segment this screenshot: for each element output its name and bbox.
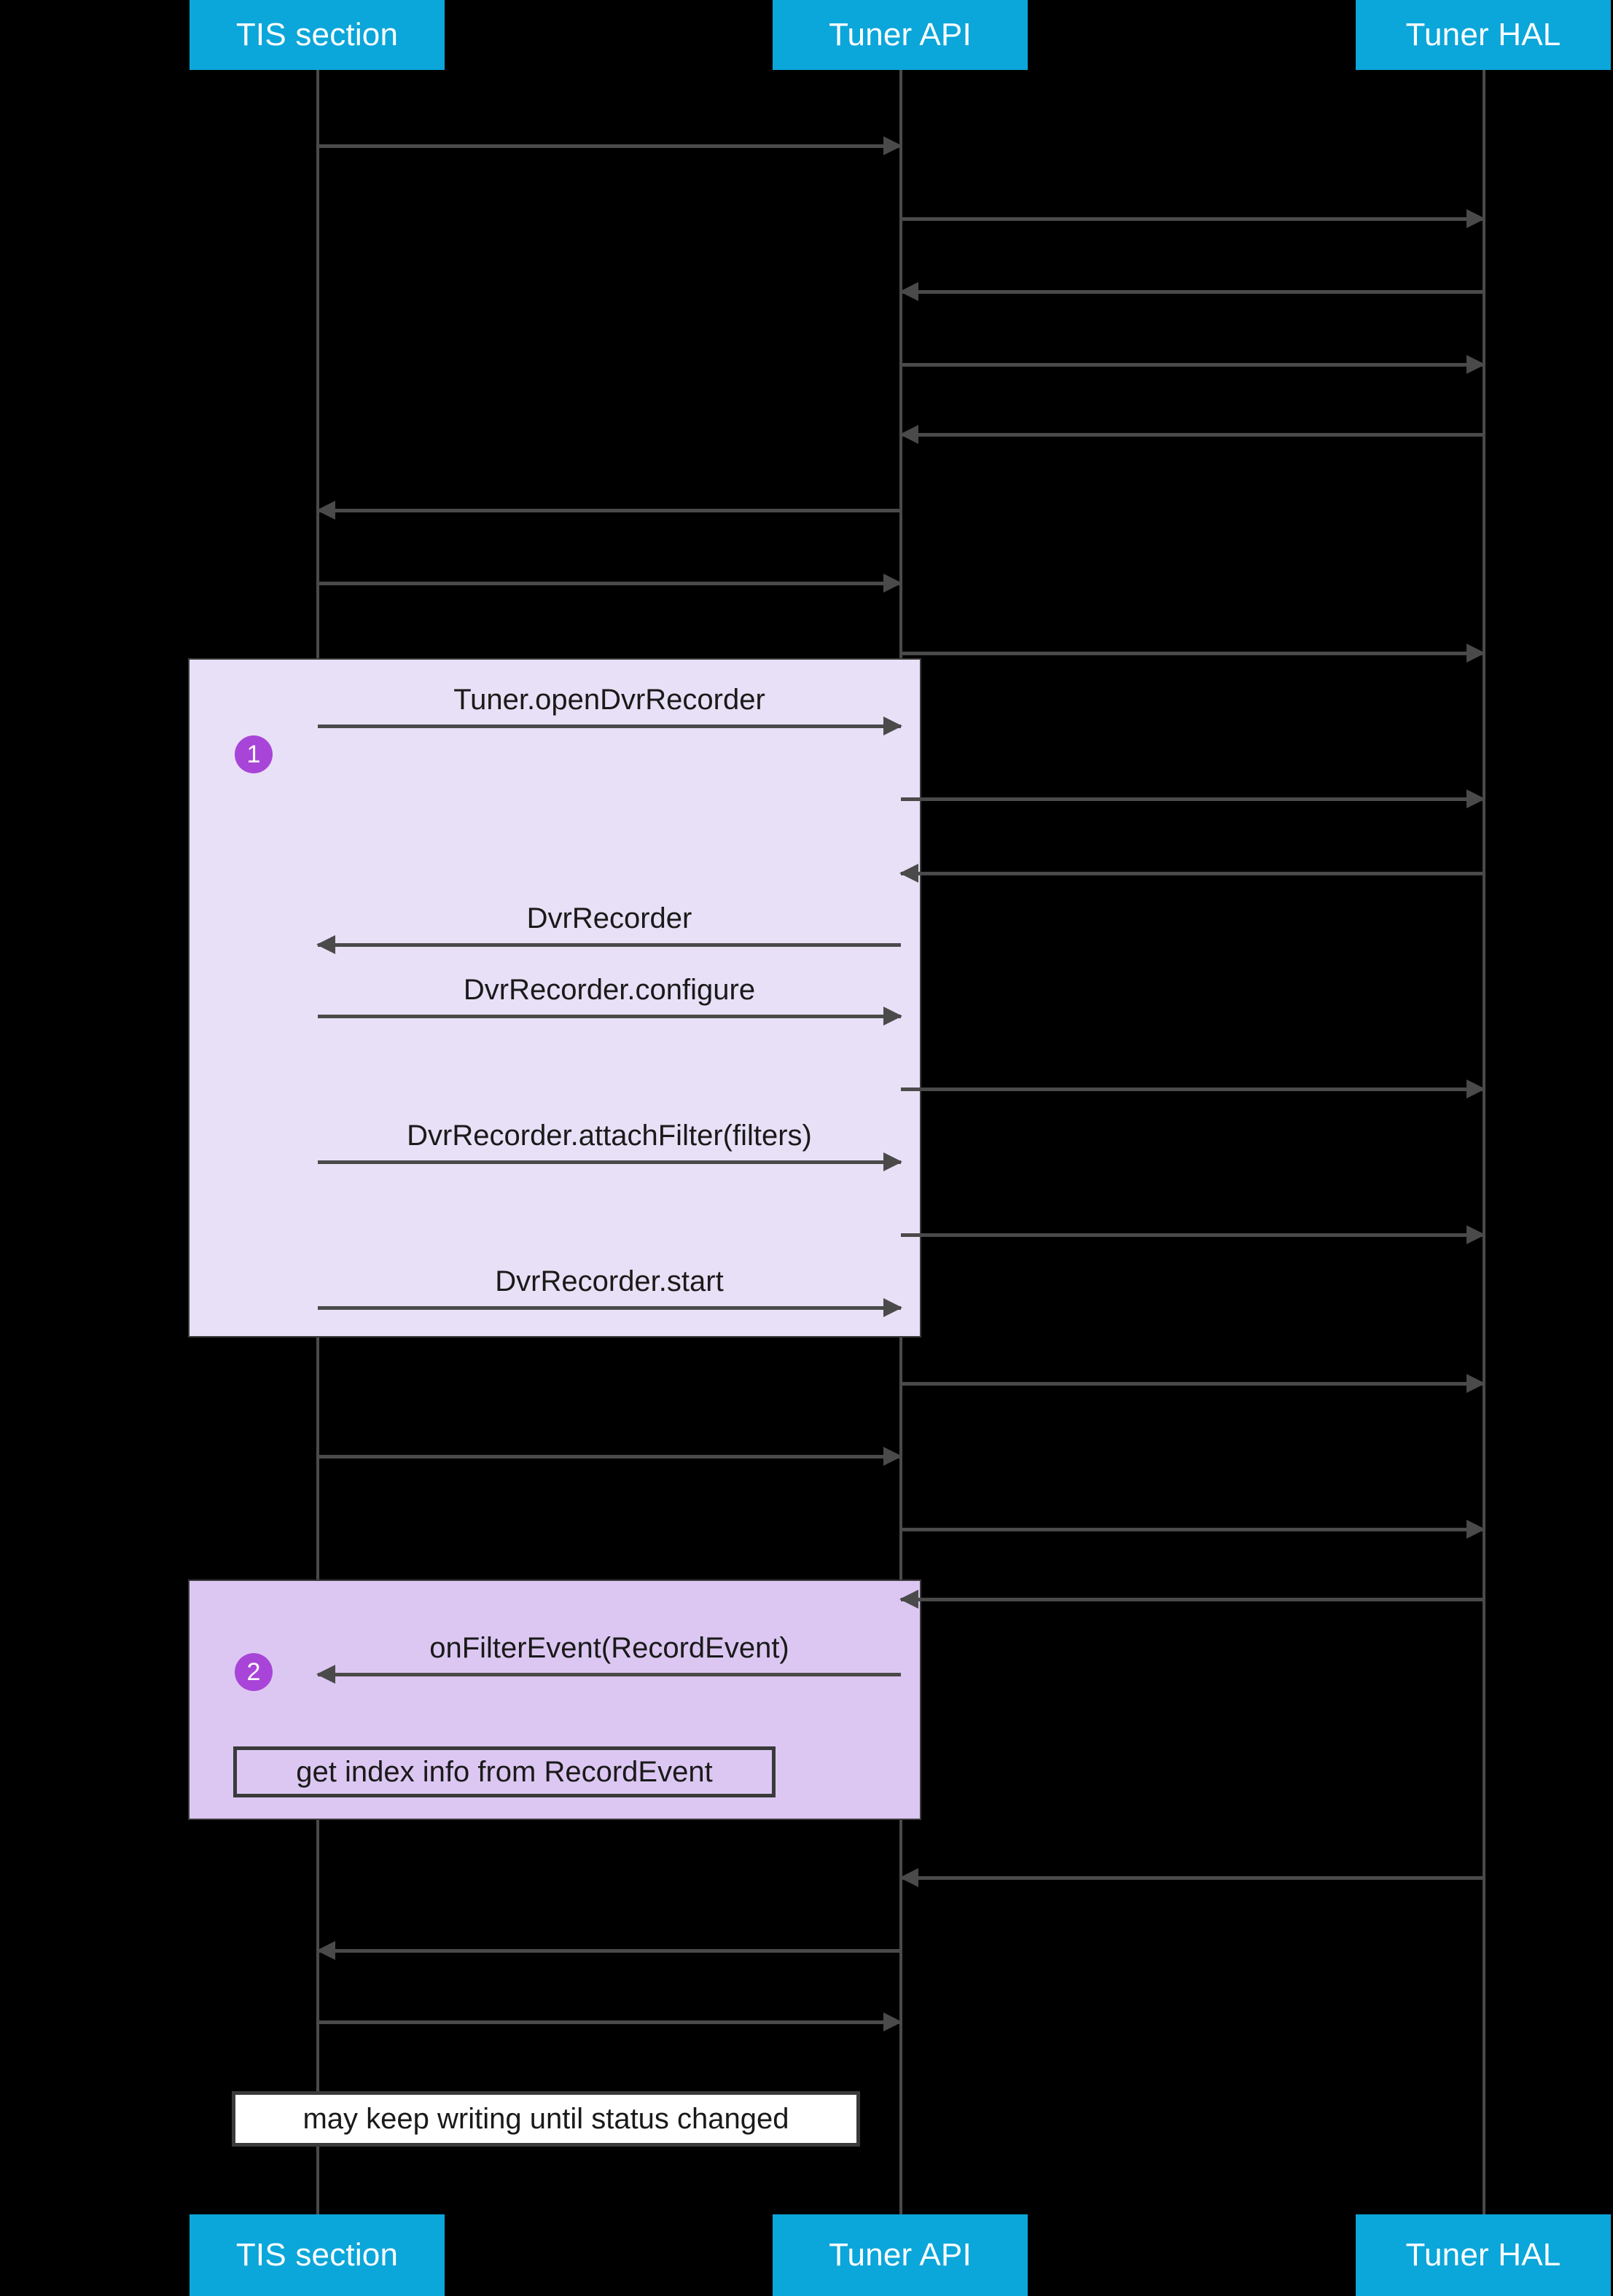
message-line: [318, 725, 901, 728]
arrowhead-left-icon: [899, 282, 918, 301]
message-line: [901, 1233, 1484, 1237]
fragment-1-open-dvr-recorder: [188, 658, 921, 1338]
arrowhead-right-icon: [883, 1152, 902, 1171]
message-line: [901, 1382, 1484, 1386]
message-label: DvrRecorder.attachFilter(filters): [407, 1120, 812, 1152]
arrowhead-left-icon: [899, 425, 918, 444]
message-label: DvrRecorder.configure: [463, 974, 756, 1006]
message-line: [901, 652, 1484, 655]
arrowhead-right-icon: [1466, 789, 1485, 808]
arrowhead-right-icon: [1466, 1520, 1485, 1539]
lifeline-tuner-hal: [1483, 69, 1485, 2216]
arrowhead-left-icon: [316, 501, 335, 520]
arrowhead-left-icon: [899, 1868, 918, 1887]
message-line: [318, 1673, 901, 1676]
message-line: [318, 1455, 901, 1459]
arrowhead-right-icon: [883, 136, 902, 155]
arrowhead-right-icon: [883, 1007, 902, 1026]
message-line: [318, 1160, 901, 1164]
message-line: [901, 363, 1484, 367]
message-line: [901, 1088, 1484, 1091]
message-line: [901, 217, 1484, 221]
fragment-1-badge: 1: [235, 735, 273, 773]
message-line: [318, 943, 901, 947]
arrowhead-left-icon: [316, 1665, 335, 1684]
participant-footer-tuner-hal[interactable]: Tuner HAL: [1356, 2214, 1611, 2296]
message-line: [318, 582, 901, 585]
message-line: [318, 509, 901, 512]
message-line: [318, 1949, 901, 1953]
arrowhead-right-icon: [883, 716, 902, 735]
message-line: [901, 1528, 1484, 1531]
arrowhead-left-icon: [899, 864, 918, 883]
note-may-keep-writing: may keep writing until status changed: [232, 2091, 860, 2147]
fragment-2-on-filter-event: [188, 1580, 921, 1820]
message-line: [318, 1306, 901, 1310]
message-line: [318, 144, 901, 148]
message-line: [901, 872, 1484, 875]
message-line: [318, 2020, 901, 2024]
note-get-index-info: get index info from RecordEvent: [233, 1746, 776, 1797]
participant-header-tuner-hal[interactable]: Tuner HAL: [1356, 0, 1611, 70]
arrowhead-right-icon: [883, 1447, 902, 1466]
participant-footer-tis-section[interactable]: TIS section: [190, 2214, 445, 2296]
arrowhead-right-icon: [1466, 1374, 1485, 1393]
arrowhead-right-icon: [1466, 644, 1485, 663]
message-line: [318, 1015, 901, 1018]
message-label: onFilterEvent(RecordEvent): [429, 1632, 789, 1664]
arrowhead-right-icon: [1466, 1225, 1485, 1244]
message-label: DvrRecorder.start: [495, 1265, 724, 1297]
message-line: [901, 290, 1484, 294]
arrowhead-right-icon: [1466, 1079, 1485, 1098]
message-line: [901, 433, 1484, 437]
arrowhead-left-icon: [899, 1590, 918, 1609]
message-label: Tuner.openDvrRecorder: [453, 684, 765, 716]
arrowhead-right-icon: [883, 2012, 902, 2031]
arrowhead-left-icon: [316, 1941, 335, 1960]
participant-header-tuner-api[interactable]: Tuner API: [773, 0, 1028, 70]
fragment-2-badge: 2: [235, 1653, 273, 1691]
arrowhead-right-icon: [1466, 209, 1485, 228]
message-line: [901, 1598, 1484, 1601]
participant-footer-tuner-api[interactable]: Tuner API: [773, 2214, 1028, 2296]
message-label: DvrRecorder: [526, 902, 692, 934]
arrowhead-right-icon: [1466, 355, 1485, 374]
arrowhead-right-icon: [883, 574, 902, 593]
participant-header-tis-section[interactable]: TIS section: [190, 0, 445, 70]
arrowhead-left-icon: [316, 935, 335, 954]
message-line: [901, 797, 1484, 801]
arrowhead-right-icon: [883, 1298, 902, 1317]
message-line: [901, 1876, 1484, 1880]
